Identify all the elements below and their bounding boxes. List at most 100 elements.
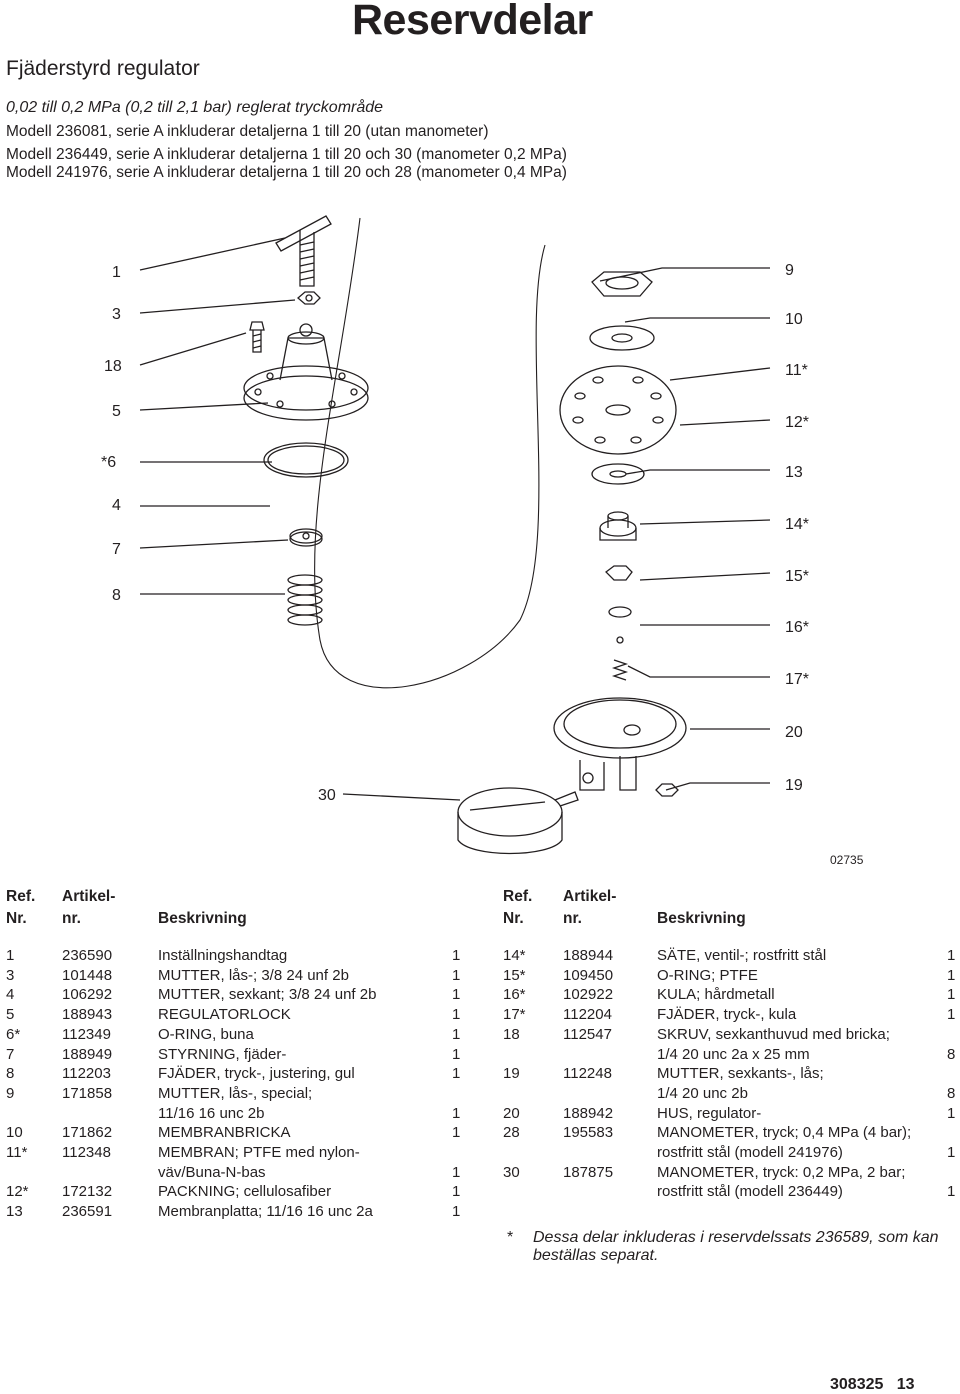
- part-quantity: 1: [452, 1203, 461, 1221]
- part-ref: 18: [503, 1025, 520, 1043]
- part-number: 171862: [62, 1124, 113, 1142]
- part-ref: 28: [503, 1124, 520, 1142]
- part-number: 106292: [62, 986, 113, 1004]
- exploded-view-diagram: 1 3 18 5 *6 4 7 8 30 9 10 11* 12* 13 14*…: [101, 215, 864, 867]
- part-ref: 1: [6, 947, 15, 964]
- part-quantity: 1: [452, 1104, 461, 1122]
- part-ref: 13: [6, 1203, 23, 1221]
- callout-8: 8: [112, 587, 121, 604]
- figure-number: 02735: [830, 853, 864, 867]
- part-quantity: 1: [947, 1006, 956, 1024]
- table-row: 15* 109450 O-RING; PTFE 1: [503, 966, 957, 986]
- header-ref-2: Nr.: [503, 910, 524, 927]
- part-ref: 8: [6, 1065, 15, 1083]
- footnote-mark: *: [507, 1229, 514, 1246]
- parts-table-right: Ref. Nr. Artikel- nr. Beskrivning 14*188…: [503, 888, 957, 1208]
- part-description: 1/4 20 unc 2b: [657, 1084, 748, 1102]
- callout-5: 5: [112, 403, 121, 420]
- part-ref: 6*: [6, 1025, 21, 1043]
- part-number: 112348: [62, 1144, 111, 1161]
- part-description: O-RING; PTFE: [657, 966, 758, 984]
- header-ref-2: Nr.: [6, 910, 27, 927]
- footnote-line-1: Dessa delar inkluderas i reservdelssats …: [533, 1229, 939, 1246]
- part-description: PACKNING; cellulosafiber: [158, 1183, 332, 1201]
- callout-11: 11*: [785, 362, 808, 379]
- part-description: 1/4 20 unc 2a x 25 mm: [657, 1045, 810, 1063]
- header-description: Beskrivning: [158, 910, 247, 927]
- part-number: 172132: [62, 1183, 113, 1201]
- part-description: REGULATORLOCK: [158, 1006, 291, 1024]
- part-description: rostfritt stål (modell 241976): [657, 1144, 843, 1161]
- header-ref-1: Ref.: [6, 888, 36, 905]
- part-number: 171858: [62, 1084, 113, 1102]
- callout-14: 14*: [785, 516, 809, 533]
- part-number: 109450: [563, 966, 614, 984]
- callout-17: 17*: [785, 671, 809, 688]
- callout-1: 1: [112, 264, 121, 281]
- callout-3: 3: [112, 306, 121, 323]
- section-title: Fjäderstyrd regulator: [6, 57, 200, 80]
- part-quantity: 1: [452, 1183, 461, 1201]
- callout-16: 16*: [785, 619, 809, 636]
- table-row: 20 188942 HUS, regulator- 1: [503, 1104, 957, 1124]
- part-quantity: 1: [452, 947, 461, 964]
- header-description: Beskrivning: [657, 910, 746, 927]
- part-number: 112204: [563, 1006, 612, 1024]
- header-part-1: Artikel-: [563, 888, 617, 905]
- part-description: MEMBRAN; PTFE med nylon-: [158, 1144, 360, 1161]
- part-quantity: 1: [947, 966, 956, 984]
- part-quantity: 1: [452, 966, 461, 984]
- part-quantity: 1: [452, 986, 461, 1004]
- part-ref: 20: [503, 1104, 520, 1122]
- part-ref: 15*: [503, 966, 526, 984]
- part-quantity: 1: [947, 1183, 956, 1201]
- part-ref: 17*: [503, 1006, 526, 1024]
- part-description: FJÄDER, tryck-, kula: [657, 1006, 797, 1024]
- table-row: rostfritt stål (modell 236449) 1: [503, 1182, 957, 1202]
- part-description: Inställningshandtag: [158, 947, 288, 964]
- part-quantity: 1: [947, 1144, 956, 1161]
- part-ref: 4: [6, 986, 15, 1004]
- part-ref: 10: [6, 1124, 23, 1142]
- callout-6: *6: [101, 454, 116, 471]
- part-number: 101448: [62, 966, 113, 984]
- part-quantity: 1: [947, 947, 956, 964]
- part-description: rostfritt stål (modell 236449): [657, 1183, 843, 1201]
- part-description: SÄTE, ventil-; rostfritt stål: [657, 947, 827, 964]
- callout-19: 19: [785, 777, 803, 794]
- part-quantity: 1: [452, 1065, 461, 1083]
- part-description: O-RING, buna: [158, 1025, 254, 1043]
- pressure-range-line: 0,02 till 0,2 MPa (0,2 till 2,1 bar) reg…: [6, 99, 384, 116]
- part-number: 188943: [62, 1006, 113, 1024]
- model-line-3: Modell 241976, serie A inkluderar detalj…: [6, 164, 567, 181]
- part-description: MANOMETER, tryck; 0,4 MPa (4 bar);: [657, 1124, 912, 1142]
- part-description: 11/16 16 unc 2b: [158, 1104, 265, 1122]
- part-description: FJÄDER, tryck-, justering, gul: [158, 1065, 355, 1083]
- part-ref: 3: [6, 966, 15, 984]
- part-description: HUS, regulator-: [657, 1104, 762, 1122]
- part-ref: 19: [503, 1065, 520, 1083]
- page-number: 308325 13: [830, 1376, 915, 1393]
- part-quantity: 1: [947, 1104, 956, 1122]
- part-ref: 14*: [503, 947, 526, 964]
- part-number: 112547: [563, 1025, 612, 1043]
- header-part-2: nr.: [62, 910, 81, 927]
- header-part-1: Artikel-: [62, 888, 116, 905]
- part-number: 188942: [563, 1104, 614, 1122]
- part-ref: 7: [6, 1045, 15, 1063]
- part-ref: 9: [6, 1084, 15, 1102]
